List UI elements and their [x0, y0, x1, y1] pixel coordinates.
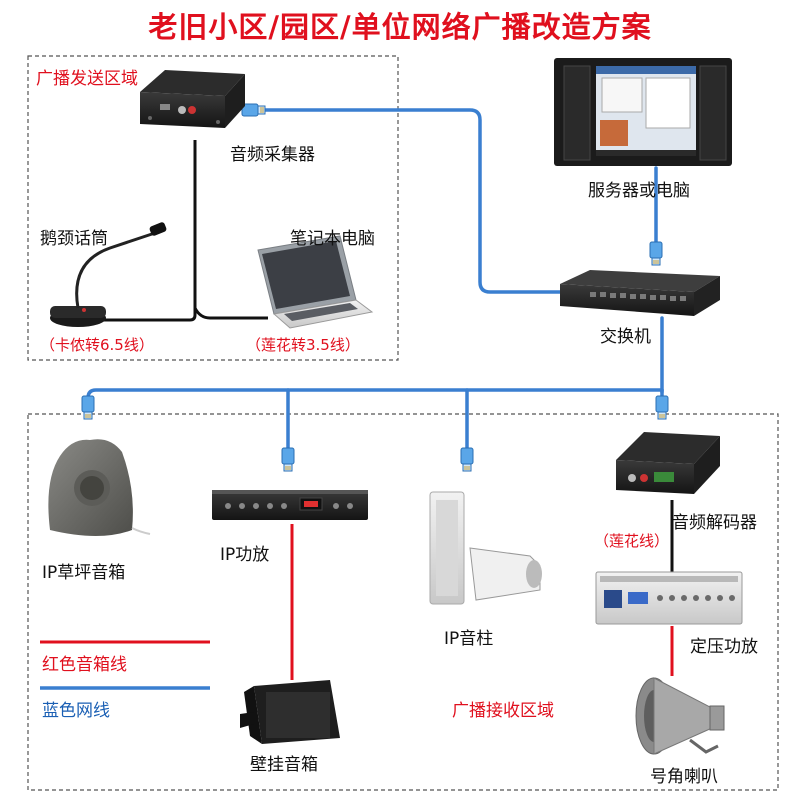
- const-voltage-amp-device: [595, 571, 743, 625]
- lotus-cable-note: （莲花线）: [594, 532, 670, 550]
- audio-cables: [100, 140, 268, 322]
- ip-column-device: [429, 491, 542, 605]
- horn-speaker-label: 号角喇叭: [650, 767, 718, 787]
- const-voltage-amp-label: 定压功放: [690, 637, 758, 657]
- page-title: 老旧小区/园区/单位网络广播改造方案: [148, 10, 652, 44]
- switch-label: 交换机: [600, 327, 651, 347]
- legend-red-label: 红色音箱线: [42, 655, 127, 675]
- audio-decoder-label: 音频解码器: [672, 513, 757, 533]
- lawn-speaker-device: [48, 439, 151, 536]
- gooseneck-mic-device: [50, 222, 167, 327]
- send-zone-label: 广播发送区域: [36, 69, 138, 89]
- audio-collector-label: 音频采集器: [230, 145, 315, 165]
- audio-decoder-device: [616, 432, 720, 494]
- laptop-cable-note: （莲花转3.5线）: [246, 336, 360, 354]
- receive-zone-border: [27, 413, 779, 791]
- lawn-speaker-label: IP草坪音箱: [42, 563, 126, 583]
- server-label: 服务器或电脑: [588, 181, 690, 201]
- mic-cable-note: （卡侬转6.5线）: [40, 336, 154, 354]
- send-zone-border: [27, 55, 399, 361]
- server-device: [554, 58, 732, 166]
- speaker-cables: [290, 524, 674, 680]
- legend-blue-label: 蓝色网线: [42, 701, 110, 721]
- ip-column-label: IP音柱: [444, 629, 494, 649]
- ip-amplifier-device: [212, 490, 368, 520]
- wall-speaker-label: 壁挂音箱: [250, 755, 318, 775]
- switch-device: [560, 270, 720, 316]
- gooseneck-mic-label: 鹅颈话筒: [40, 229, 108, 249]
- horn-speaker-device: [635, 677, 725, 755]
- receive-zone-label: 广播接收区域: [452, 701, 554, 721]
- ip-amplifier-label: IP功放: [220, 545, 270, 565]
- laptop-label: 笔记本电脑: [290, 229, 375, 249]
- laptop-device: [257, 235, 374, 329]
- audio-collector-device: [140, 70, 245, 128]
- wall-speaker-device: [240, 680, 340, 744]
